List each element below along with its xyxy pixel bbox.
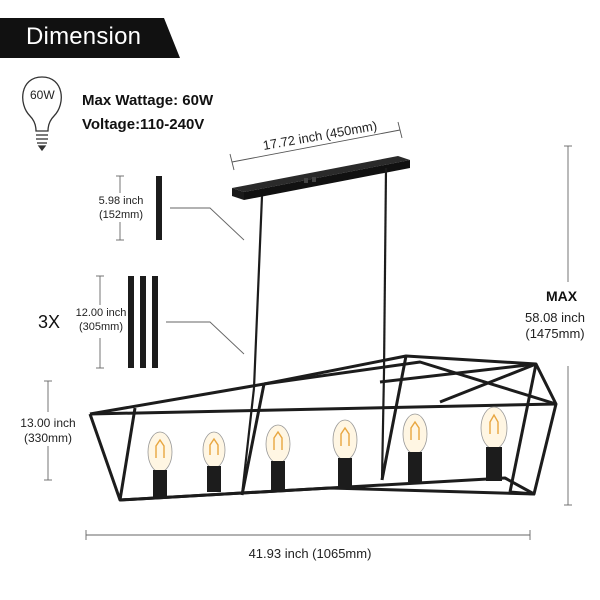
banner-shape bbox=[0, 18, 180, 58]
max-height-dimension bbox=[564, 145, 572, 506]
fixture-height-inch: 13.00 inch bbox=[20, 416, 76, 430]
bulb-5 bbox=[402, 413, 428, 482]
rod-long-inch: 12.00 inch bbox=[75, 307, 127, 319]
rod-dimension-brackets bbox=[44, 175, 245, 481]
bulb-row bbox=[147, 406, 508, 498]
cage-frame bbox=[88, 354, 558, 502]
rod-long-mm: (305mm) bbox=[78, 321, 123, 333]
bulb-1 bbox=[147, 431, 173, 498]
max-height-mm: (1475mm) bbox=[525, 326, 585, 341]
rod-short-mm: (152mm) bbox=[98, 209, 143, 221]
fixture-width-dimension bbox=[85, 530, 531, 540]
canopy bbox=[232, 156, 410, 200]
max-height-inch: 58.08 inch bbox=[525, 310, 585, 325]
max-wattage-text: Max Wattage: 60W bbox=[82, 92, 214, 109]
bulb-icon bbox=[22, 76, 62, 152]
dimension-banner: Dimension bbox=[0, 18, 180, 58]
bulb-2 bbox=[202, 431, 226, 492]
fixture-height-mm: (330mm) bbox=[23, 431, 72, 445]
bulb-6 bbox=[480, 406, 508, 481]
suspension-rods bbox=[240, 167, 388, 496]
rod-short-inch: 5.98 inch bbox=[98, 195, 144, 207]
rod-count: 3X bbox=[38, 312, 61, 332]
bulb-4 bbox=[332, 419, 358, 488]
fixture-width-label: 41.93 inch (1065mm) bbox=[248, 546, 372, 561]
banner-title: Dimension bbox=[26, 23, 142, 50]
rod-long-set bbox=[128, 276, 158, 368]
rod-short bbox=[156, 176, 162, 240]
canopy-width-dimension bbox=[229, 121, 403, 171]
bulb-3 bbox=[265, 424, 291, 491]
max-label: MAX bbox=[546, 288, 578, 304]
voltage-text: Voltage:110-240V bbox=[82, 116, 205, 133]
bulb-wattage-label: 60W bbox=[30, 88, 55, 102]
